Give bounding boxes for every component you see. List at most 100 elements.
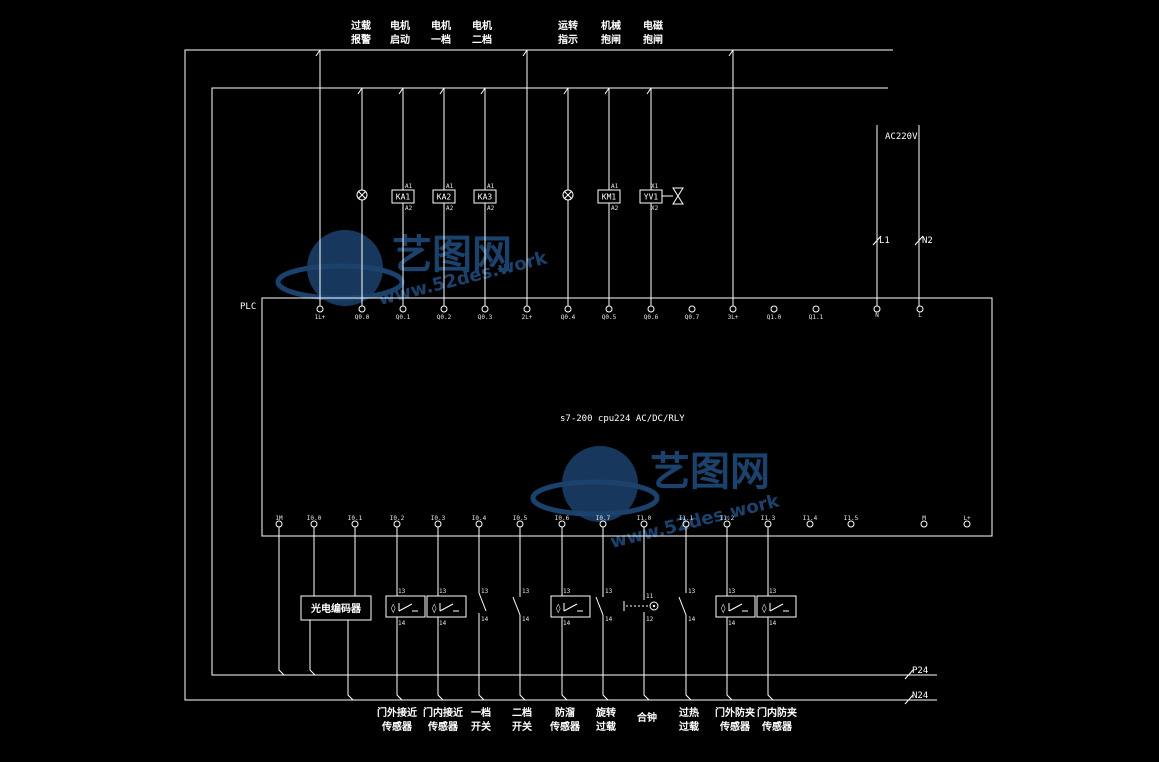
terminal-label: L	[918, 312, 922, 319]
top-label: 过载	[351, 19, 371, 32]
terminal-label: Q0.7	[685, 314, 700, 321]
terminal-label: Q1.0	[767, 314, 782, 321]
terminal-label: I0.6	[555, 515, 570, 522]
terminal-label: I1.4	[803, 515, 818, 522]
bottom-label: 传感器	[719, 720, 751, 733]
pin-label: 14	[728, 620, 736, 627]
terminal-label: Q0.3	[478, 314, 493, 321]
terminal-label: I1.0	[637, 515, 652, 522]
pin-label: A1	[446, 183, 454, 190]
terminal-label: 1L+	[315, 314, 326, 321]
pin-label: 13	[605, 588, 613, 595]
svg-text:◊: ◊	[762, 603, 767, 614]
top-label: 二档	[472, 33, 492, 46]
coil-yv1: YV1 X1 X2	[639, 183, 673, 212]
bottom-label: 过热	[679, 706, 699, 719]
switch-pin-labels: 13 14 13 14 13 14 13 14 11 12	[481, 588, 696, 623]
bottom-label: 传感器	[381, 720, 413, 733]
coil-label: KA2	[437, 193, 452, 202]
pin-label: 11	[646, 593, 654, 600]
terminal-label: Q0.1	[396, 314, 411, 321]
bottom-label: 传感器	[761, 720, 793, 733]
top-label: 指示	[558, 33, 578, 46]
bottom-label: 门外接近	[377, 706, 417, 719]
terminal-label: Q0.6	[644, 314, 659, 321]
terminal-label: I1.3	[761, 515, 776, 522]
valve-icon	[672, 187, 684, 205]
top-label: 机械	[601, 19, 621, 32]
top-label: 报警	[351, 33, 371, 46]
terminal-label: I0.0	[307, 515, 322, 522]
bottom-label: 过载	[596, 720, 616, 733]
terminal-label: Q0.5	[602, 314, 617, 321]
svg-text:◊: ◊	[391, 603, 396, 614]
bottom-label: 过载	[679, 720, 699, 733]
watermark-cn-1: 艺图网	[392, 232, 512, 278]
terminal-label: I1.1	[679, 515, 694, 522]
terminal-label: I0.1	[348, 515, 363, 522]
cpu-model-text: s7-200 cpu224 AC/DC/RLY	[560, 414, 685, 424]
top-label: 运转	[558, 19, 578, 32]
bottom-label: 防溜	[555, 706, 575, 719]
pin-label: A1	[405, 183, 413, 190]
pin-label: 14	[688, 616, 696, 623]
terminal-label: I0.3	[431, 515, 446, 522]
output-terminals: 1L+ Q0.0 Q0.1 Q0.2 Q0.3 2L+ Q0.4 Q0.5 Q0…	[315, 305, 924, 321]
terminal-label: Q0.0	[355, 314, 370, 321]
proximity-sensor-icon: ◊ 13 14	[426, 588, 467, 627]
input-wiring	[278, 527, 774, 701]
pin-label: 13	[688, 588, 696, 595]
pin-label: A2	[446, 205, 454, 212]
bottom-label: 合钟	[636, 711, 657, 724]
proximity-sensor-icon: ◊ 13 14	[385, 588, 426, 627]
input-terminals: 1M I0.0 I0.1 I0.2 I0.3 I0.4 I0.5 I0.6 I0…	[275, 515, 971, 528]
coil-ka1: KA1 A1 A2	[391, 183, 415, 212]
terminal-label: 1M	[275, 515, 283, 522]
terminal-label: Q0.4	[561, 314, 576, 321]
terminal-label: 2L+	[522, 314, 533, 321]
pin-label: 13	[398, 588, 406, 595]
bus-p24-label: P24	[912, 666, 928, 676]
svg-text:◊: ◊	[556, 603, 561, 614]
proximity-sensor-icon: ◊ 13 14	[715, 588, 756, 627]
pin-label: A2	[487, 205, 495, 212]
bottom-label: 门外防夹	[715, 706, 755, 719]
svg-text:◊: ◊	[432, 603, 437, 614]
watermark-logo-2: 艺图网 www.52des.work	[530, 446, 782, 553]
pin-label: 13	[769, 588, 777, 595]
pin-label: A2	[611, 205, 619, 212]
terminal-label: I1.5	[844, 515, 859, 522]
bottom-label: 传感器	[427, 720, 459, 733]
power-rails	[184, 49, 937, 701]
pin-label: A2	[405, 205, 413, 212]
terminal-label: I0.7	[596, 515, 611, 522]
coil-label: KA1	[396, 193, 411, 202]
pin-label: 13	[728, 588, 736, 595]
svg-text:◊: ◊	[721, 603, 726, 614]
pin-label: 14	[769, 620, 777, 627]
bottom-label: 二档	[512, 706, 532, 719]
coil-km1: KM1 A1 A2	[597, 183, 621, 212]
bottom-labels: 门外接近 传感器 门内接近 传感器 一档 开关 二档 开关 防溜 传感器 旋转 …	[377, 706, 797, 733]
terminal-label: Q1.1	[809, 314, 824, 321]
watermark-cn-2: 艺图网	[650, 449, 770, 495]
top-label: 电机	[472, 19, 492, 32]
plc-box	[261, 297, 993, 537]
supply-l1-label: L1	[879, 236, 890, 246]
terminal-label: I0.5	[513, 515, 528, 522]
pin-label: 14	[439, 620, 447, 627]
pin-label: X2	[651, 205, 659, 212]
bottom-label: 门内防夹	[757, 706, 797, 719]
terminal-label: Q0.2	[437, 314, 452, 321]
lamp-icon	[356, 189, 368, 201]
bottom-label: 一档	[471, 706, 491, 719]
pin-label: 13	[439, 588, 447, 595]
proximity-sensor-icon: ◊ 13 14	[550, 588, 591, 627]
terminal-label: M	[922, 515, 926, 522]
pin-label: 13	[563, 588, 571, 595]
coil-ka2: KA2 A1 A2	[432, 183, 456, 212]
top-label: 一档	[431, 33, 451, 46]
pin-label: 14	[563, 620, 571, 627]
terminal-label: L+	[963, 515, 971, 522]
top-label: 电机	[390, 19, 410, 32]
